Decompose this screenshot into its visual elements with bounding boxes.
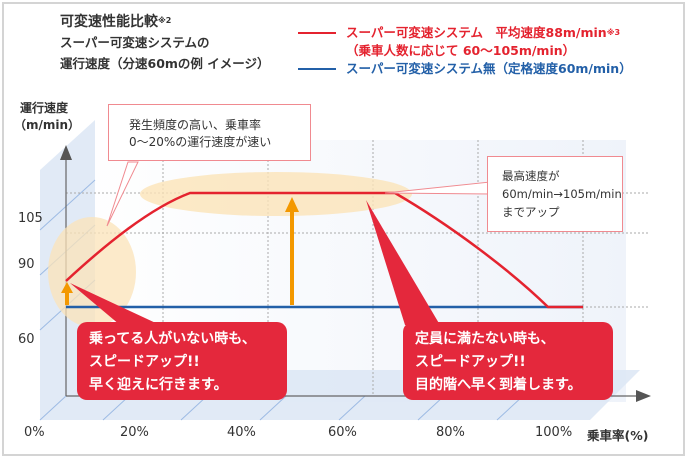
- x-tick-100: 100%: [535, 425, 573, 440]
- y-tick-90: 90: [18, 257, 35, 272]
- x-tick-0: 0%: [24, 425, 45, 440]
- y-tick-105: 105: [18, 211, 43, 226]
- callout-low-load-speed: 発生頻度の高い、乗車率 0〜20%の運行速度が速い: [108, 104, 311, 161]
- chart-legend: スーパー可変速システム 平均速度88m/min※3 （乗車人数に応じて 60〜1…: [298, 24, 632, 78]
- orange-up-arrow-large-icon: [285, 197, 299, 212]
- orange-up-arrow-small-icon: [61, 282, 73, 293]
- callout-tail-left: [106, 161, 139, 227]
- x-tick-60: 60%: [328, 425, 357, 440]
- title-line3: 運行速度（分速60mの例 イメージ）: [60, 56, 270, 71]
- callout-max-speed: 最高速度が 60m/min→105m/min までアップ: [487, 156, 623, 232]
- legend-item-fixed-speed: スーパー可変速システム無（定格速度60m/min）: [298, 60, 632, 78]
- red-line-swatch-icon: [298, 31, 336, 34]
- y-tick-60: 60: [18, 332, 35, 347]
- x-axis-label: 乗車率(%): [587, 428, 649, 443]
- x-tick-40: 40%: [227, 425, 256, 440]
- title-line1: 可変速性能比較: [60, 14, 158, 30]
- red-callout-tail-right: [366, 200, 440, 325]
- callout-partial-load-speedup: 定員に満たない時も、 スピードアップ!! 目的階へ早く到着します。: [403, 322, 613, 400]
- red-callout-tail-left: [70, 283, 160, 325]
- x-axis-arrow-icon: [636, 390, 651, 402]
- title-note: ※2: [158, 16, 172, 25]
- callout-empty-speedup: 乗ってる人がいない時も、 スピードアップ!! 早く迎えに行きます。: [77, 322, 287, 400]
- y-axis-label: 運行速度 （m/min）: [14, 101, 81, 132]
- low-load-highlight: [48, 217, 136, 327]
- legend-item-variable-speed-range: （乗車人数に応じて 60〜105m/min）: [346, 43, 576, 58]
- blue-line-swatch-icon: [298, 67, 336, 70]
- y-axis-arrow-icon: [60, 145, 72, 160]
- x-tick-20: 20%: [120, 425, 149, 440]
- chart-title: 可変速性能比較※2 スーパー可変速システムの 運行速度（分速60mの例 イメージ…: [60, 12, 270, 74]
- x-tick-80: 80%: [436, 425, 465, 440]
- legend-item-variable-speed: スーパー可変速システム 平均速度88m/min※3: [298, 24, 632, 42]
- title-line2: スーパー可変速システムの: [60, 35, 210, 50]
